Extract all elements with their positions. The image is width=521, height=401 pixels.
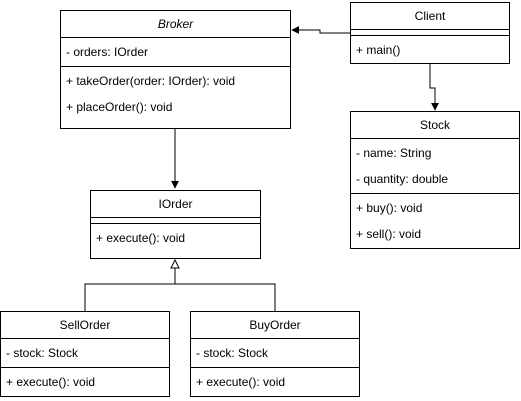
- class-method: + execute(): void: [6, 375, 96, 389]
- buyorder-realization: [174, 268, 276, 311]
- class-method: + sell(): void: [356, 227, 422, 241]
- class-method: + takeOrder(order: IOrder): void: [66, 74, 236, 88]
- class-buyorder-methods: + execute(): void: [191, 368, 359, 396]
- class-sellorder-name: SellOrder: [1, 312, 169, 339]
- class-iorder[interactable]: IOrder + execute(): void: [90, 190, 261, 259]
- class-attribute: - stock: Stock: [196, 346, 269, 360]
- class-iorder-attributes: [91, 218, 260, 224]
- class-buyorder[interactable]: BuyOrder - stock: Stock + execute(): voi…: [190, 311, 360, 397]
- class-sellorder-attributes: - stock: Stock: [1, 339, 169, 368]
- class-attribute: - stock: Stock: [6, 346, 79, 360]
- client-stock-association: [429, 64, 439, 111]
- class-stock-name: Stock: [351, 112, 519, 139]
- client-broker-association: [291, 26, 350, 34]
- class-broker-attributes: - orders: IOrder: [61, 38, 290, 67]
- class-stock-methods: + buy(): void + sell(): void: [351, 194, 519, 248]
- class-method: + execute(): void: [96, 231, 186, 245]
- class-client-methods: + main(): [351, 36, 509, 64]
- sellorder-realization: [84, 283, 175, 311]
- class-sellorder-methods: + execute(): void: [1, 368, 169, 396]
- class-method: + placeOrder(): void: [66, 100, 173, 114]
- class-attribute: - orders: IOrder: [66, 45, 149, 59]
- class-client-attributes: [351, 30, 509, 36]
- class-iorder-name: IOrder: [91, 191, 260, 218]
- class-method: + execute(): void: [196, 375, 286, 389]
- class-buyorder-name: BuyOrder: [191, 312, 359, 339]
- realization-triangle-icon: [170, 258, 180, 269]
- class-client-name: Client: [351, 3, 509, 30]
- class-broker-name: Broker: [61, 11, 290, 38]
- class-attribute: - quantity: double: [356, 172, 449, 186]
- class-broker[interactable]: Broker - orders: IOrder + takeOrder(orde…: [60, 10, 291, 129]
- class-client[interactable]: Client + main(): [350, 2, 510, 64]
- class-broker-methods: + takeOrder(order: IOrder): void + place…: [61, 67, 290, 121]
- class-stock[interactable]: Stock - name: String - quantity: double …: [350, 111, 520, 249]
- class-stock-attributes: - name: String - quantity: double: [351, 139, 519, 194]
- class-attribute: - name: String: [356, 146, 432, 160]
- class-method: + buy(): void: [356, 201, 423, 215]
- class-method: + main(): [356, 43, 401, 57]
- class-buyorder-attributes: - stock: Stock: [191, 339, 359, 368]
- class-sellorder[interactable]: SellOrder - stock: Stock + execute(): vo…: [0, 311, 170, 397]
- class-iorder-methods: + execute(): void: [91, 224, 260, 252]
